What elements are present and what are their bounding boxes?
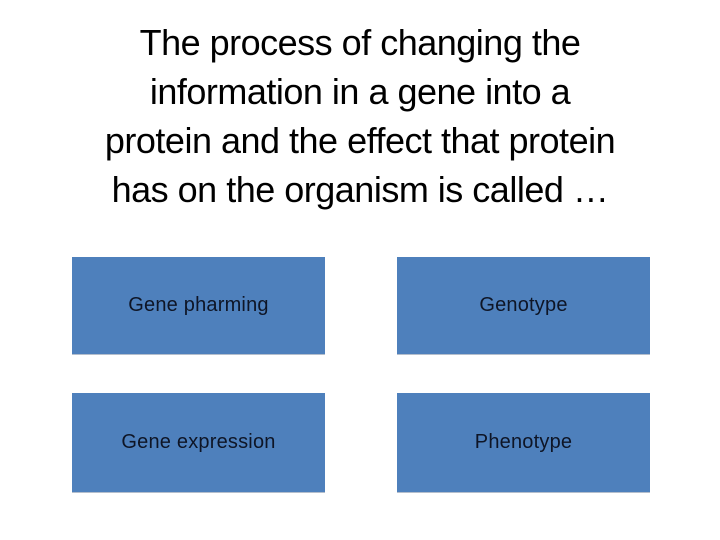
answer-label-gene-expression: Gene expression (121, 431, 276, 453)
answer-label-genotype: Genotype (479, 294, 568, 316)
question-line-2: information in a gene into a (149, 71, 571, 112)
answer-option-genotype[interactable]: Genotype (397, 257, 650, 354)
question-line-1: The process of changing the (139, 22, 581, 63)
answer-label-phenotype: Phenotype (474, 431, 573, 453)
answer-option-phenotype[interactable]: Phenotype (397, 393, 650, 492)
question-line-3: protein and the effect that protein (104, 120, 616, 161)
answer-option-gene-expression[interactable]: Gene expression (72, 393, 325, 492)
answer-label-gene-pharming: Gene pharming (128, 294, 269, 316)
answer-option-gene-pharming[interactable]: Gene pharming (72, 257, 325, 354)
question-line-4: has on the organism is called … (111, 169, 609, 210)
question-text: The process of changing the information … (20, 18, 700, 214)
